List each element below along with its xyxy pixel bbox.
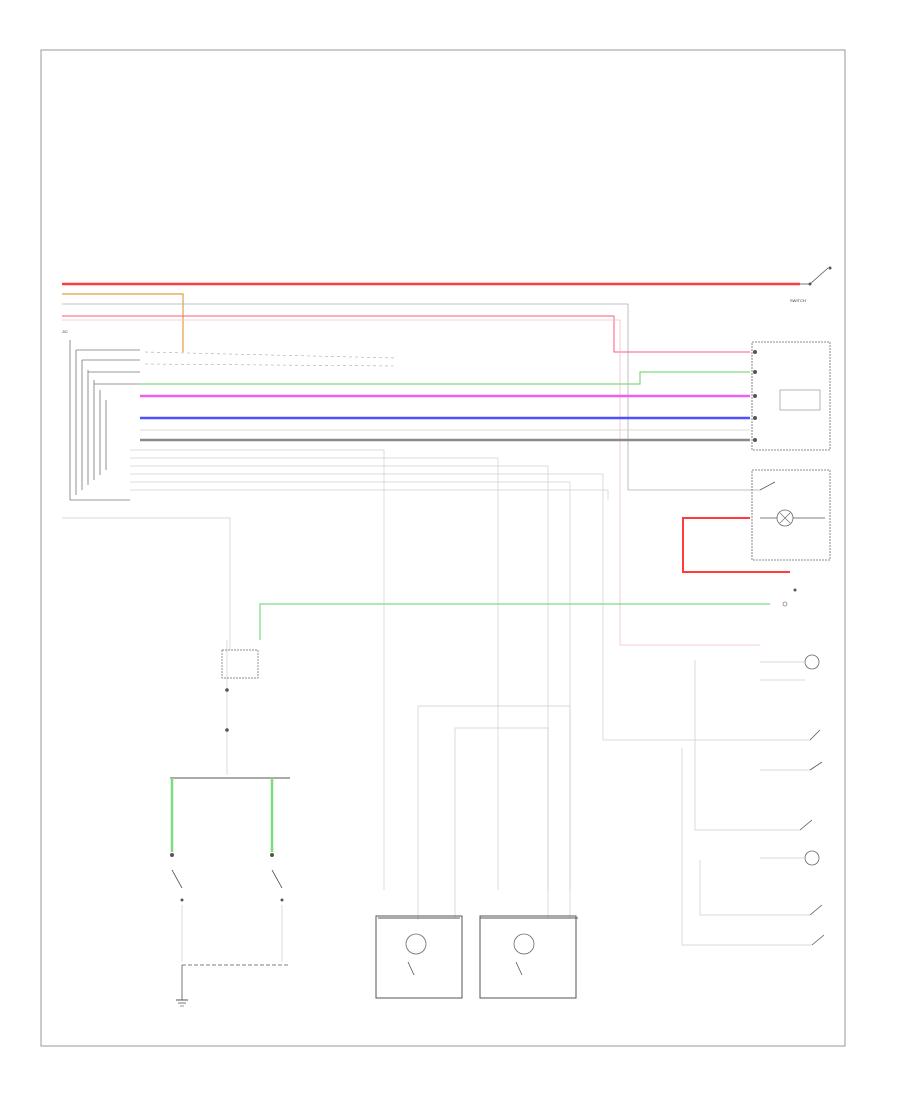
wire-orange xyxy=(62,293,184,352)
diagram-frame xyxy=(40,49,846,1047)
dome-light-box xyxy=(751,341,831,451)
dome-light-assembly xyxy=(751,469,831,561)
top-bus-wires xyxy=(62,282,800,646)
wire-green-courtesy xyxy=(259,603,770,640)
left-vertical-chain xyxy=(62,517,290,779)
wire-pink-dome xyxy=(62,315,750,353)
right-door-switches xyxy=(681,654,825,946)
bottom-left-door-switches xyxy=(170,853,290,1007)
center-junction xyxy=(144,351,396,367)
wire-pink-courtesy xyxy=(62,319,760,646)
svg-text:SWITCH: SWITCH xyxy=(790,298,806,303)
svg-text:J/C: J/C xyxy=(62,329,68,334)
thin-drop-wires xyxy=(130,449,760,890)
wire-green-dome xyxy=(140,371,750,385)
dome-feed-wires xyxy=(140,371,750,442)
wire-red-loop xyxy=(682,517,790,573)
left-connector-block: J/C xyxy=(62,329,140,501)
rear-light-assemblies xyxy=(375,705,578,999)
top-right-switch: SWITCH xyxy=(790,266,832,303)
